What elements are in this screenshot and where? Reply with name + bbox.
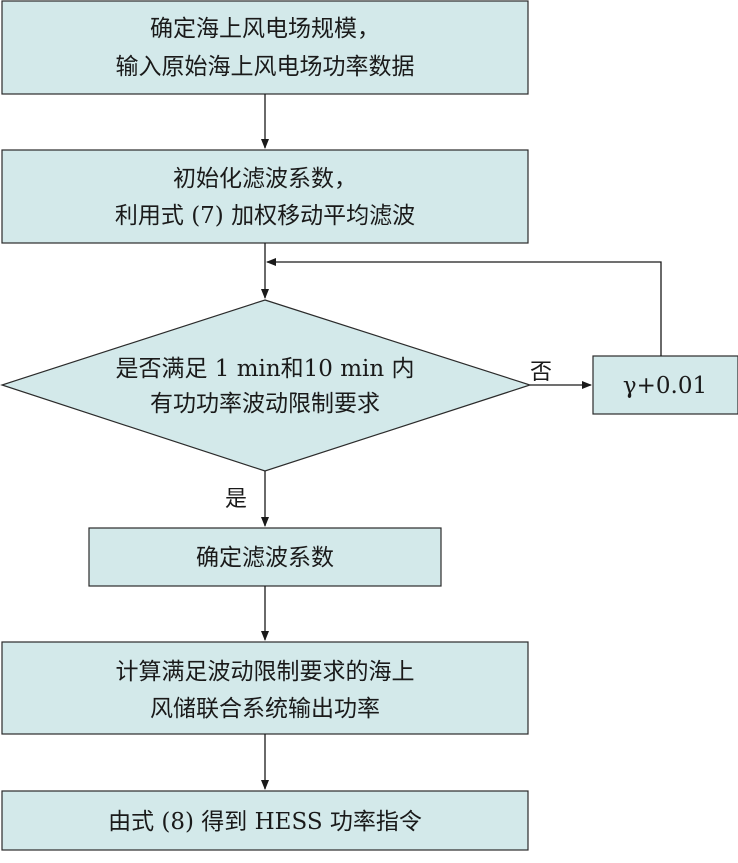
no-label: 否 — [530, 360, 552, 385]
step4-line2: 风储联合系统输出功率 — [150, 696, 380, 722]
step5-box: 由式 (8) 得到 HESS 功率指令 — [1, 790, 529, 851]
step1-line2: 输入原始海上风电场功率数据 — [116, 54, 415, 80]
update-box-label: γ+0.01 — [623, 373, 707, 399]
step1-box: 确定海上风电场规模， 输入原始海上风电场功率数据 — [1, 0, 529, 95]
arrow-feedback-loop — [266, 258, 662, 356]
decision-diamond: 是否满足 1 min和10 min 内 有功功率波动限制要求 — [0, 299, 532, 472]
decision-line1: 是否满足 1 min和10 min 内 — [115, 356, 414, 382]
step5-label: 由式 (8) 得到 HESS 功率指令 — [108, 809, 422, 835]
decision-line2: 有功功率波动限制要求 — [150, 391, 380, 417]
yes-label: 是 — [225, 487, 247, 512]
step2-line2: 利用式 (7) 加权移动平均滤波 — [115, 203, 415, 229]
step2-line1: 初始化滤波系数， — [173, 166, 357, 192]
step4-box: 计算满足波动限制要求的海上 风储联合系统输出功率 — [1, 641, 529, 735]
step1-line1: 确定海上风电场规模， — [150, 16, 380, 42]
update-box: γ+0.01 — [592, 355, 738, 415]
step3-box: 确定滤波系数 — [88, 527, 442, 587]
step4-line1: 计算满足波动限制要求的海上 — [116, 659, 415, 685]
step2-box: 初始化滤波系数， 利用式 (7) 加权移动平均滤波 — [1, 149, 529, 244]
step3-label: 确定滤波系数 — [196, 545, 334, 571]
